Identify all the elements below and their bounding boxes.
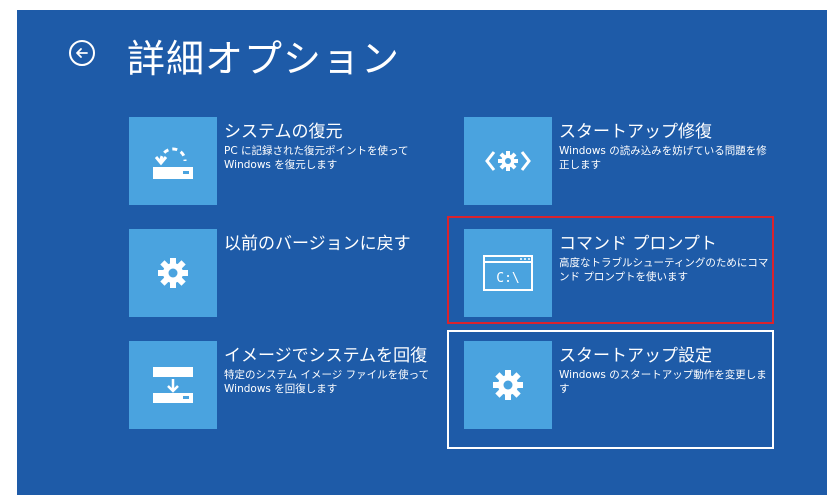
system-restore-icon: [129, 117, 217, 205]
gear-icon: [129, 229, 217, 317]
tile-title: コマンド プロンプト: [559, 234, 717, 254]
highlight-box: [447, 216, 774, 324]
tile-system-restore[interactable]: システムの復元 PC に記録された復元ポイントを使って Windows を復元し…: [129, 117, 439, 215]
tile-description: 特定のシステム イメージ ファイルを使って Windows を回復します: [224, 369, 430, 395]
tile-title: システムの復元: [224, 122, 343, 142]
tile-title: 以前のバージョンに戻す: [224, 234, 411, 254]
back-button[interactable]: [69, 40, 95, 66]
tile-go-back[interactable]: 以前のバージョンに戻す: [129, 229, 439, 327]
startup-repair-icon: [464, 117, 552, 205]
tile-startup-repair[interactable]: スタートアップ修復 Windows の読み込みを妨げている問題を修正します: [464, 117, 774, 215]
page-title: 詳細オプション: [127, 37, 401, 81]
tile-title: イメージでシステムを回復: [224, 346, 428, 366]
advanced-options-screen: 詳細オプション システムの復元 PC に記録された復元ポイントを使って Wind…: [17, 10, 827, 495]
back-arrow-icon: [76, 48, 88, 58]
tile-command-prompt[interactable]: C:\ コマンド プロンプト 高度なトラブルシューティングのためにコマンド プロ…: [464, 229, 774, 327]
command-prompt-icon-text: C:\: [496, 271, 519, 286]
tile-description: Windows のスタートアップ動作を変更します: [559, 369, 767, 395]
focus-outline: [447, 330, 774, 449]
tile-system-image-recovery[interactable]: イメージでシステムを回復 特定のシステム イメージ ファイルを使って Windo…: [129, 341, 439, 439]
tile-description: PC に記録された復元ポイントを使って Windows を復元します: [224, 145, 409, 171]
system-image-icon: [129, 341, 217, 429]
tile-startup-settings[interactable]: スタートアップ設定 Windows のスタートアップ動作を変更します: [464, 341, 774, 439]
command-prompt-icon: C:\: [464, 229, 552, 317]
tile-title: スタートアップ修復: [559, 122, 712, 142]
tile-title: スタートアップ設定: [559, 346, 712, 366]
tile-description: 高度なトラブルシューティングのためにコマンド プロンプトを使います: [559, 257, 769, 283]
gear-icon: [464, 341, 552, 429]
tile-description: Windows の読み込みを妨げている問題を修正します: [559, 145, 767, 171]
